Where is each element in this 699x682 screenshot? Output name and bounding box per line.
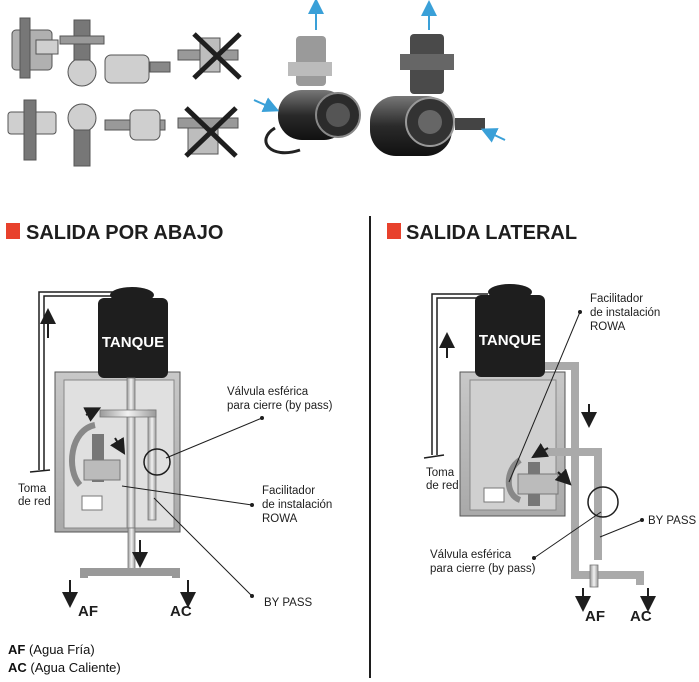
valve-label-2: para cierre (by pass) <box>430 563 536 575</box>
pump-icon <box>105 110 165 140</box>
mains-label-2: de red <box>426 480 459 492</box>
pump-icon <box>105 55 170 83</box>
facilitator-label-3: ROWA <box>590 321 626 333</box>
valve-label-2: para cierre (by pass) <box>227 400 333 412</box>
right-title: SALIDA LATERAL <box>406 222 577 244</box>
legend-ac-text: (Agua Caliente) <box>30 660 120 675</box>
pump-icon <box>370 8 505 156</box>
pump-icon <box>254 6 360 153</box>
facilitator-label-2: de instalación <box>590 307 660 319</box>
mains-label-2: de red <box>18 496 51 508</box>
facilitator-label-3: ROWA <box>262 513 298 525</box>
mains-label-1: Toma <box>426 467 455 479</box>
legend-af-text: (Agua Fría) <box>29 642 95 657</box>
left-title: SALIDA POR ABAJO <box>26 222 223 244</box>
orientation-icons <box>8 6 505 166</box>
facilitator-label-1: Facilitador <box>590 293 643 305</box>
pump-icon <box>12 18 58 78</box>
legend-af-code: AF <box>8 642 25 657</box>
facilitator-label-2: de instalación <box>262 499 332 511</box>
bypass-label: BY PASS <box>648 515 696 527</box>
af-label: AF <box>78 603 98 620</box>
valve-label-1: Válvula esférica <box>430 549 512 561</box>
pump-icon <box>68 104 96 166</box>
legend-ac-code: AC <box>8 660 27 675</box>
tank: TANQUE <box>98 287 168 378</box>
section-heading-left: SALIDA POR ABAJO <box>6 222 223 244</box>
tank: TANQUE <box>475 284 545 377</box>
pump-icon <box>8 100 56 160</box>
tank-label: TANQUE <box>102 334 164 351</box>
ac-label: AC <box>630 608 652 625</box>
diagram-salida-abajo: TANQUE Válvula esférica para cierre (by … <box>18 287 333 620</box>
tank-label: TANQUE <box>479 332 541 349</box>
pump-icon <box>60 20 104 86</box>
legend-af: AF (Agua Fría) <box>8 642 95 657</box>
accent-square-icon <box>6 223 20 239</box>
ac-label: AC <box>170 603 192 620</box>
valve-label-1: Válvula esférica <box>227 386 309 398</box>
facilitator-label-1: Facilitador <box>262 485 315 497</box>
legend-ac: AC (Agua Caliente) <box>8 660 121 675</box>
section-heading-right: SALIDA LATERAL <box>387 222 577 244</box>
af-label: AF <box>585 608 605 625</box>
mains-label-1: Toma <box>18 483 47 495</box>
accent-square-icon <box>387 223 401 239</box>
diagram-salida-lateral: TANQUE Facilitador de instalación ROWA B… <box>424 284 696 625</box>
bypass-label: BY PASS <box>264 597 312 609</box>
